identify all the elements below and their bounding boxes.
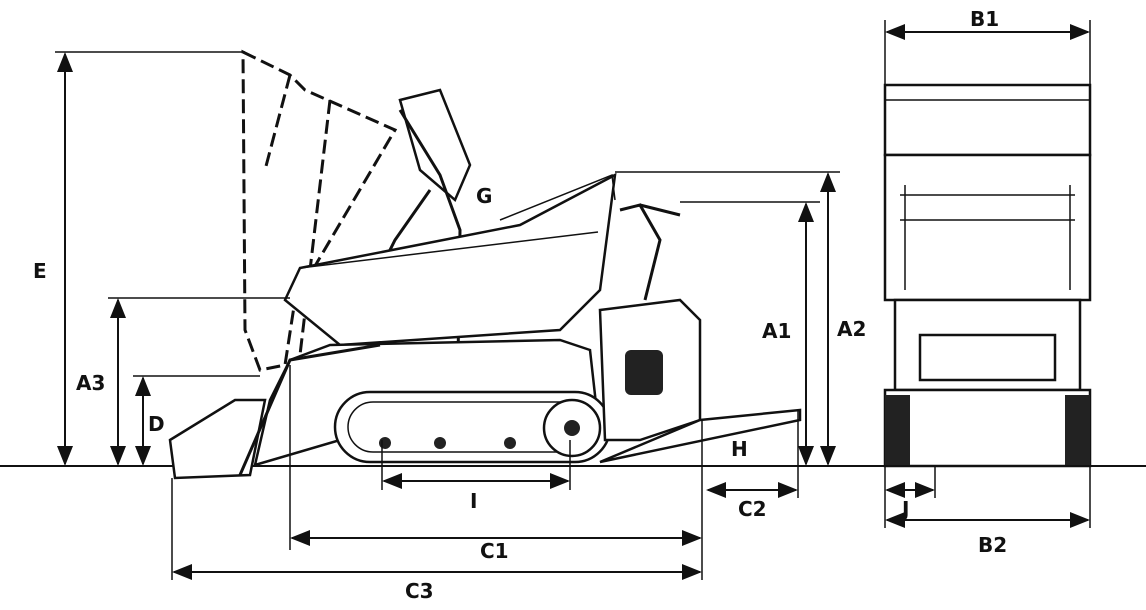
label-A3: A3: [76, 371, 105, 395]
label-C2: C2: [738, 497, 767, 521]
label-H: H: [731, 437, 748, 461]
label-B1: B1: [970, 7, 999, 31]
label-B2: B2: [978, 533, 1007, 557]
label-I: I: [470, 489, 477, 513]
label-E: E: [33, 259, 47, 283]
dimension-lines: [55, 20, 1091, 580]
label-D: D: [148, 412, 165, 436]
side-view-machine: [168, 49, 802, 480]
label-A2: A2: [837, 317, 866, 341]
front-view-machine: [883, 83, 1092, 468]
label-C1: C1: [480, 539, 509, 563]
label-C3: C3: [405, 579, 434, 603]
label-G: G: [476, 184, 492, 208]
label-A1: A1: [762, 319, 791, 343]
label-J: J: [900, 497, 909, 521]
